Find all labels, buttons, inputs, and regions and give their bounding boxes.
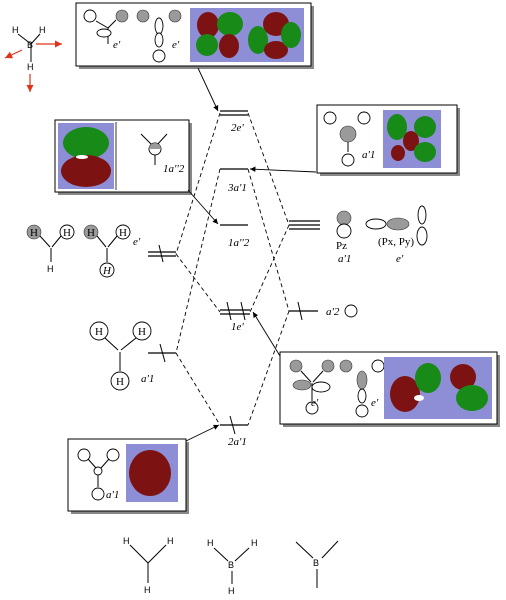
atom-h-label: H bbox=[30, 227, 38, 239]
atom-h-label: H bbox=[95, 326, 103, 338]
p-orbital-sketch: e' bbox=[289, 359, 335, 415]
box-label-a2: 1a''2 bbox=[163, 163, 185, 175]
frag-label-e: e' bbox=[396, 253, 404, 265]
atom-b-label: B bbox=[228, 560, 234, 570]
correlation-lines bbox=[175, 112, 290, 426]
frag-label-a1: a'1 bbox=[338, 253, 351, 265]
atom-b-label: B bbox=[313, 558, 319, 568]
atom-h-label: H bbox=[144, 585, 151, 595]
atom-h-label: H bbox=[207, 538, 214, 548]
box-label-2a1: a'1 bbox=[106, 489, 119, 501]
box-top-label-e1: e' bbox=[113, 39, 121, 51]
orbital-lobes bbox=[390, 363, 488, 412]
h3-fragment-a1: H H H a'1 bbox=[89, 321, 154, 391]
box-1e-label-e1: e' bbox=[311, 397, 319, 409]
atom-h-label: H bbox=[39, 25, 46, 35]
atom-h-label: H bbox=[228, 586, 235, 596]
bh3-structure: H H B H bbox=[207, 538, 258, 596]
level-label-3a1: 3a'1 bbox=[227, 182, 247, 194]
level-label-1a2: 1a''2 bbox=[228, 237, 250, 249]
level-label-2e: 2e' bbox=[231, 122, 244, 134]
box-2e-orbitals: e' e' bbox=[75, 2, 314, 69]
orbital-lobes bbox=[196, 12, 301, 59]
atom-h-label: H bbox=[167, 536, 174, 546]
energy-levels: 2e' 3a'1 1a''2 1e' 2a'1 bbox=[148, 110, 320, 448]
box-1e-label-e2: e' bbox=[371, 397, 379, 409]
frag-label-pz: Pz bbox=[336, 240, 347, 252]
leader-arrows bbox=[185, 67, 317, 442]
s-orbital-sketch: a'1 bbox=[323, 111, 375, 167]
boron-fragment: Pz a'1 (Px, Py) e' a'2 bbox=[326, 205, 428, 318]
box-1a2-orbital: 1a''2 bbox=[54, 119, 192, 195]
atom-h-label: H bbox=[138, 326, 146, 338]
atom-h-label: H bbox=[116, 376, 124, 388]
box-3a1-orbital: a'1 bbox=[316, 104, 460, 176]
atom-h-label: H bbox=[63, 227, 71, 239]
pz-orbital-sketch: 1a''2 bbox=[140, 133, 185, 175]
box-2a1-orbital: a'1 bbox=[67, 438, 189, 514]
frag-label-pxpy: (Px, Py) bbox=[378, 236, 414, 248]
box-label-a1: a'1 bbox=[362, 149, 375, 161]
frag-label-a2: a'2 bbox=[326, 306, 340, 318]
box-1e-orbitals: e' e' bbox=[279, 351, 500, 427]
atom-h-label: H bbox=[12, 25, 19, 35]
atom-h-label: H bbox=[123, 536, 130, 546]
level-label-2a1: 2a'1 bbox=[228, 436, 247, 448]
p-orbital-sketch: e' bbox=[83, 9, 129, 51]
atom-h-label: H bbox=[27, 62, 34, 72]
h3-fragment-structure: H H H bbox=[123, 536, 174, 595]
h3-label-e: e' bbox=[133, 236, 141, 248]
level-label-1e: 1e' bbox=[231, 321, 244, 333]
orbital-lobe bbox=[129, 450, 171, 496]
p-orbital-sketch: e' bbox=[339, 359, 385, 418]
orbital-lobes bbox=[61, 127, 111, 187]
bh3-vibration-sketch: H H B H bbox=[4, 25, 62, 92]
s-orbital-sketch: a'1 bbox=[77, 448, 120, 501]
atom-h-label: H bbox=[87, 227, 95, 239]
p-orbital-sketch: e' bbox=[136, 9, 182, 63]
box-top-label-e2: e' bbox=[172, 39, 180, 51]
atom-h-label: H bbox=[119, 227, 127, 239]
orbital-lobes bbox=[387, 114, 436, 162]
h3-fragment-e: H H H H H H e' bbox=[26, 224, 141, 278]
atom-h-label: H bbox=[47, 264, 54, 274]
h3-label-a1: a'1 bbox=[141, 373, 154, 385]
atom-b-label: B bbox=[27, 40, 33, 50]
atom-h-label: H bbox=[102, 265, 112, 277]
b-fragment-structure: B bbox=[295, 540, 339, 588]
atom-h-label: H bbox=[251, 538, 258, 548]
